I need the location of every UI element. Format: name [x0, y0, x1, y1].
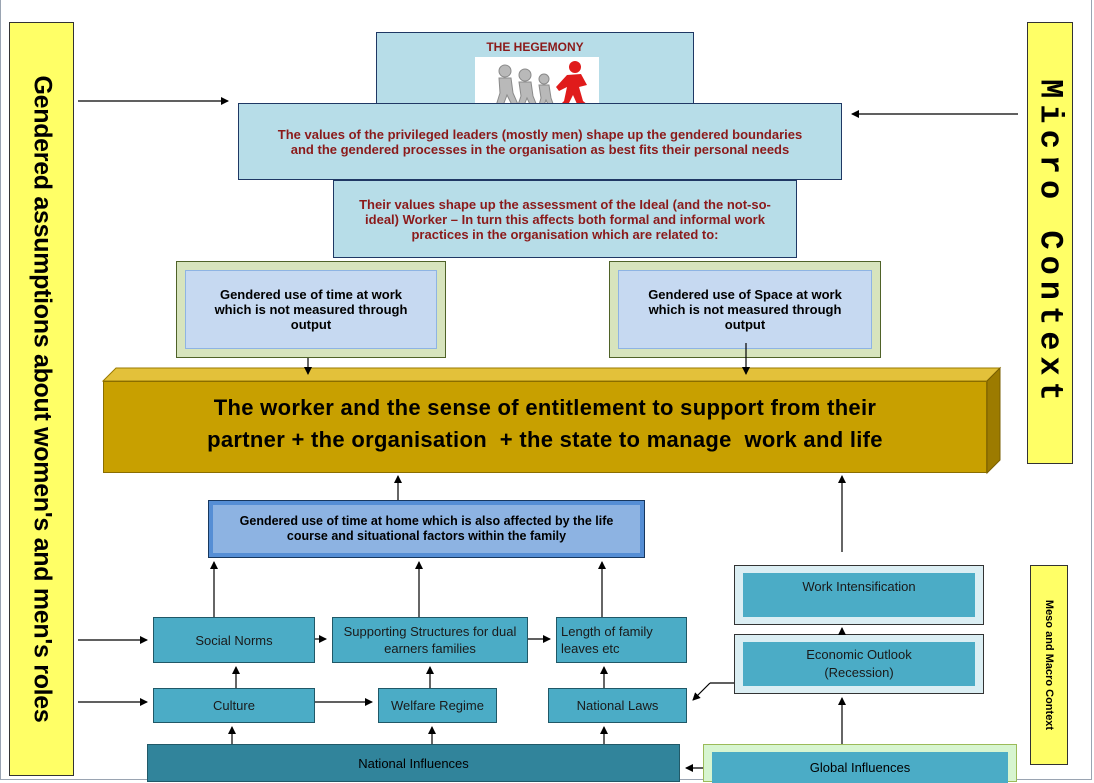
welfare-regime-box: Welfare Regime [378, 688, 497, 723]
culture-box: Culture [153, 688, 315, 723]
national-laws-text: National Laws [576, 698, 659, 713]
supporting-structures-box: Supporting Structures for dual earners f… [332, 617, 528, 663]
national-influences-box: National Influences [147, 744, 680, 782]
time-at-home-box: Gendered use of time at home which is al… [208, 500, 645, 558]
leader-values-box: The values of the privileged leaders (mo… [238, 103, 842, 180]
time-at-work-box: Gendered use of time at work which is no… [176, 261, 446, 358]
time-at-home-text: Gendered use of time at home which is al… [239, 514, 614, 543]
ideal-worker-box: Their values shape up the assessment of … [333, 180, 797, 258]
right-top-label-text: Micro Context [1031, 79, 1069, 407]
family-leaves-box: Length of family leaves etc [556, 617, 687, 663]
national-laws-box: National Laws [548, 688, 687, 723]
global-influences-text: Global Influences [809, 760, 911, 775]
work-intensification-box: Work Intensification [734, 565, 984, 625]
global-influences-inner: Global Influences [712, 752, 1008, 783]
social-norms-box: Social Norms [153, 617, 315, 663]
worker-banner-line1: The worker and the sense of entitlement … [213, 395, 877, 420]
space-at-work-box: Gendered use of Space at work which is n… [609, 261, 881, 358]
culture-text: Culture [213, 698, 255, 713]
right-bottom-vertical-label: Meso and Macro Context [1030, 565, 1068, 765]
supporting-structures-text: Supporting Structures for dual earners f… [343, 624, 517, 656]
hegemony-title: THE HEGEMONY [486, 40, 584, 54]
time-at-home-inner: Gendered use of time at home which is al… [213, 505, 640, 553]
space-at-work-inner: Gendered use of Space at work which is n… [618, 270, 872, 349]
right-bottom-label-text: Meso and Macro Context [1043, 599, 1055, 731]
family-leaves-text: Length of family leaves etc [561, 624, 653, 656]
global-influences-box: Global Influences [703, 744, 1017, 783]
economic-outlook-text: Economic Outlook (Recession) [806, 647, 912, 680]
space-at-work-text: Gendered use of Space at work which is n… [648, 287, 842, 332]
welfare-regime-text: Welfare Regime [391, 698, 484, 713]
work-intensification-text: Work Intensification [802, 579, 916, 594]
left-vertical-label: Gendered assumptions about women's and m… [9, 22, 74, 776]
economic-outlook-inner: Economic Outlook (Recession) [743, 642, 975, 686]
worker-entitlement-banner: The worker and the sense of entitlement … [103, 381, 987, 473]
national-influences-text: National Influences [358, 755, 469, 771]
work-intensification-inner: Work Intensification [743, 573, 975, 617]
time-at-work-text: Gendered use of time at work which is no… [214, 287, 408, 332]
worker-banner-line2: partner + the organisation + the state t… [207, 427, 883, 452]
ideal-worker-text: Their values shape up the assessment of … [359, 196, 771, 242]
left-label-text: Gendered assumptions about women's and m… [28, 75, 56, 723]
social-norms-text: Social Norms [195, 632, 273, 648]
time-at-work-inner: Gendered use of time at work which is no… [185, 270, 437, 349]
economic-outlook-box: Economic Outlook (Recession) [734, 634, 984, 694]
right-top-vertical-label: Micro Context [1027, 22, 1073, 464]
leader-values-text: The values of the privileged leaders (mo… [277, 126, 803, 157]
